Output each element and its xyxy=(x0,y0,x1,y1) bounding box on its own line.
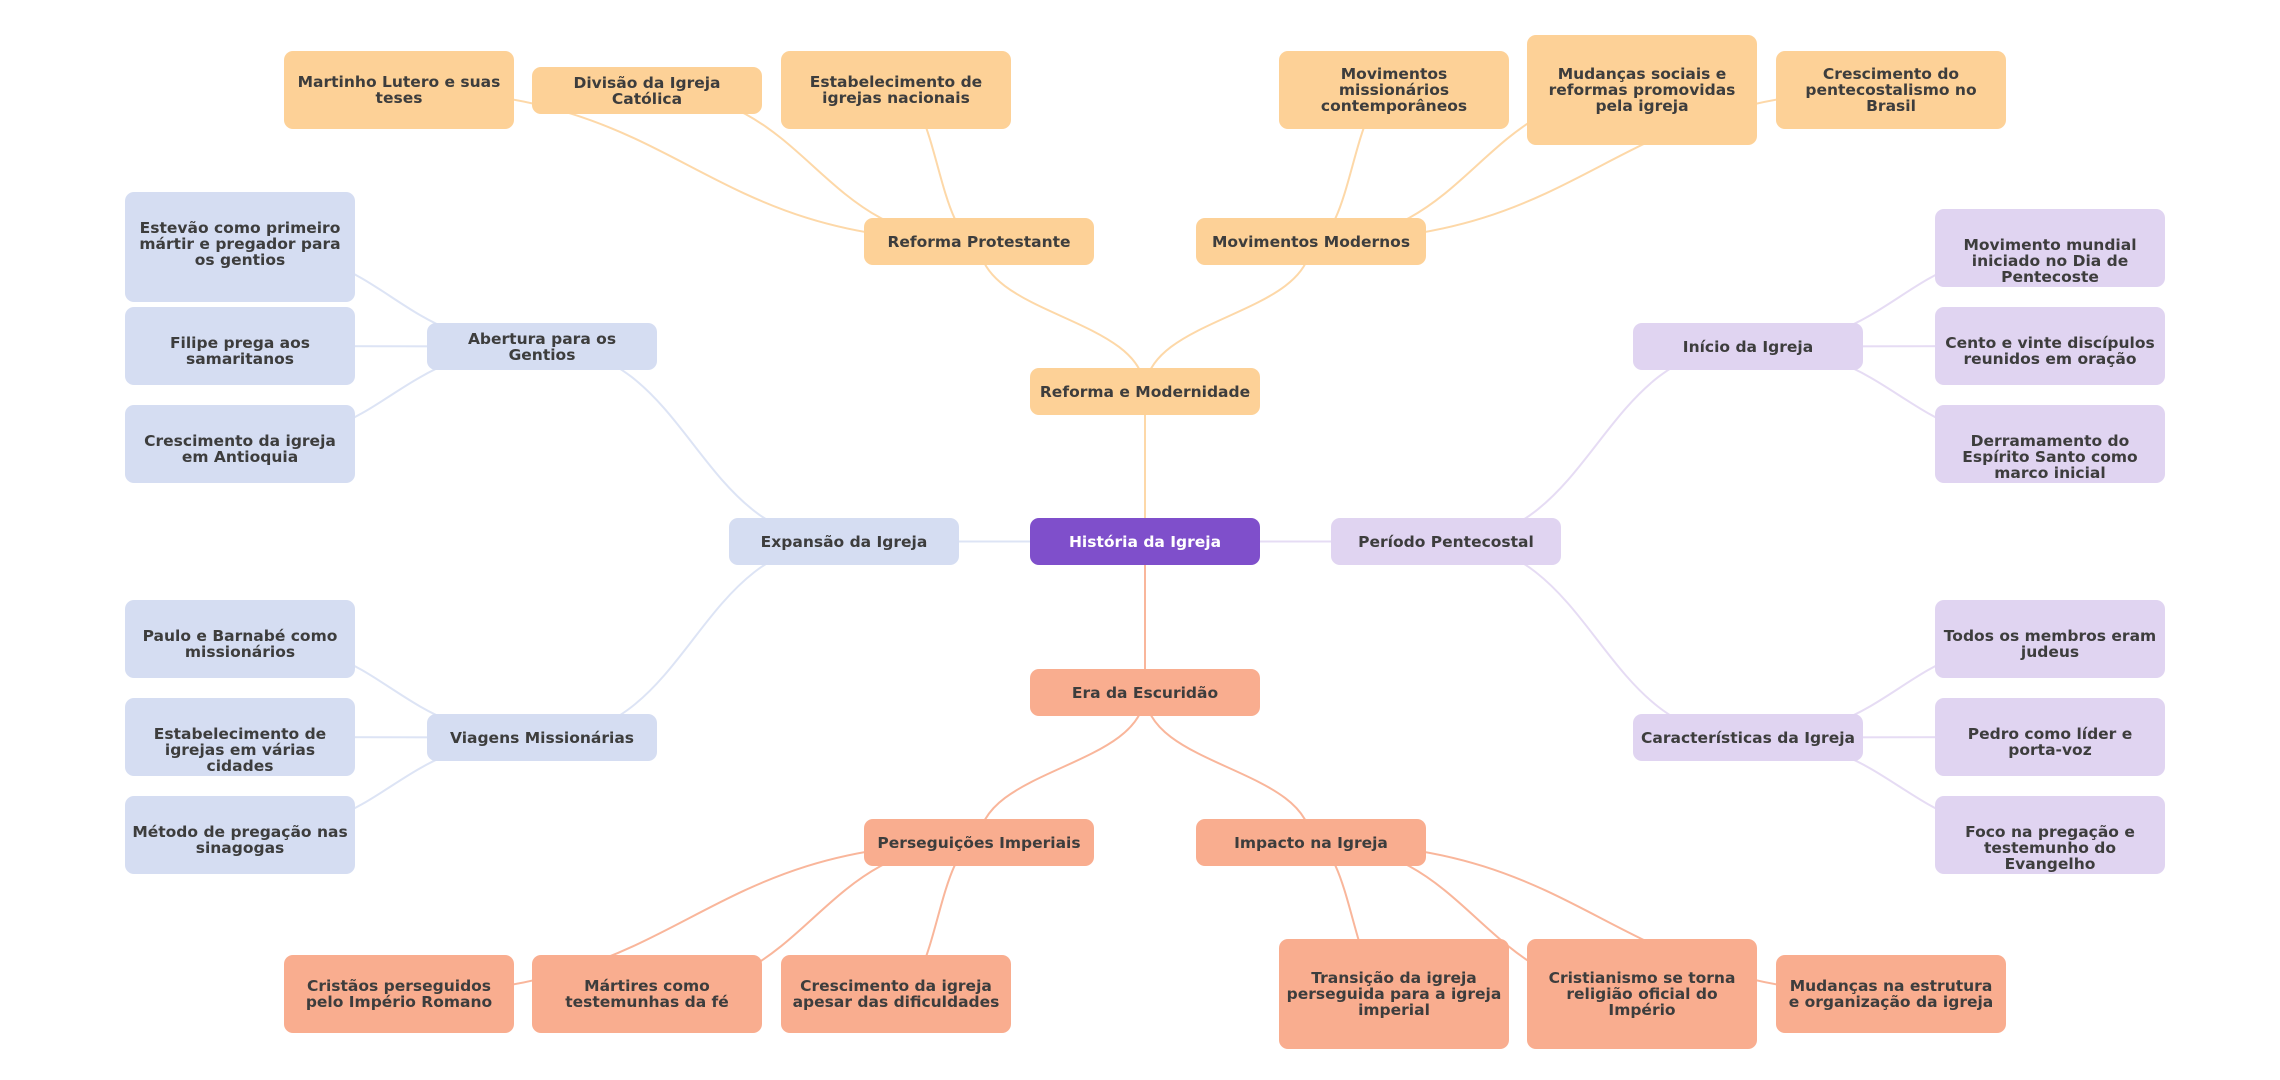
leaf-label: Mártires como testemunhas da fé xyxy=(565,977,729,1011)
connector-escuridao-1 xyxy=(1144,692,1312,843)
connector-escuridao-0 xyxy=(978,692,1146,843)
sub-node-viagens-missionarias[interactable]: Viagens Missionárias xyxy=(427,714,657,761)
sub-node-perseguicoes-imperiais[interactable]: Perseguições Imperiais xyxy=(864,819,1094,866)
sub-label: Características da Igreja xyxy=(1641,728,1855,747)
leaf-label: Cristãos perseguidos pelo Império Romano xyxy=(305,977,493,1011)
leaf-node[interactable]: Derramamento do Espírito Santo como marc… xyxy=(1935,405,2165,483)
sub-label: Viagens Missionárias xyxy=(449,728,635,747)
leaf-label: Paulo e Barnabé como missionários xyxy=(142,627,338,661)
branch-label: Era da Escuridão xyxy=(1071,683,1219,702)
leaf-label: Estevão como primeiro mártir e pregador … xyxy=(139,219,341,269)
sub-label: Abertura para os Gentios xyxy=(467,329,617,364)
leaf-label: Crescimento do pentecostalismo no Brasil xyxy=(1805,65,1977,115)
connector-expansao-1 xyxy=(541,540,845,739)
leaf-node[interactable]: Cristãos perseguidos pelo Império Romano xyxy=(284,955,514,1033)
leaf-label: Foco na pregação e testemunho do Evangel… xyxy=(1965,823,2135,873)
branch-node-era-escuridao[interactable]: Era da Escuridão xyxy=(1030,669,1260,716)
sub-node-caracteristicas-igreja[interactable]: Características da Igreja xyxy=(1633,714,1863,761)
leaf-node[interactable]: Transição da igreja perseguida para a ig… xyxy=(1279,939,1509,1049)
leaf-node[interactable]: Movimento mundial iniciado no Dia de Pen… xyxy=(1935,209,2165,287)
leaf-node[interactable]: Todos os membros eram judeus xyxy=(1935,600,2165,678)
sub-node-inicio-igreja[interactable]: Início da Igreja xyxy=(1633,323,1863,370)
leaf-node[interactable]: Martinho Lutero e suas teses xyxy=(284,51,514,129)
leaf-node[interactable]: Filipe prega aos samaritanos xyxy=(125,307,355,385)
leaf-node[interactable]: Estabelecimento de igrejas nacionais xyxy=(781,51,1011,129)
leaf-label: Filipe prega aos samaritanos xyxy=(169,334,311,368)
sub-node-abertura-gentios[interactable]: Abertura para os Gentios xyxy=(427,323,657,370)
branch-node-reforma-modernidade[interactable]: Reforma e Modernidade xyxy=(1030,368,1260,415)
leaf-label: Método de pregação nas sinagogas xyxy=(132,823,348,857)
leaf-node[interactable]: Método de pregação nas sinagogas xyxy=(125,796,355,874)
sub-node-movimentos-modernos[interactable]: Movimentos Modernos xyxy=(1196,218,1426,265)
leaf-label: Transição da igreja perseguida para a ig… xyxy=(1286,969,1502,1019)
leaf-label: Movimentos missionários contemporâneos xyxy=(1320,65,1468,115)
leaf-label: Estabelecimento de igrejas nacionais xyxy=(809,73,983,107)
leaf-node[interactable]: Estevão como primeiro mártir e pregador … xyxy=(125,192,355,302)
branch-label: Reforma e Modernidade xyxy=(1039,382,1251,401)
leaf-node[interactable]: Mudanças sociais e reformas promovidas p… xyxy=(1527,35,1757,145)
leaf-label: Todos os membros eram judeus xyxy=(1943,627,2157,661)
leaf-node[interactable]: Foco na pregação e testemunho do Evangel… xyxy=(1935,796,2165,874)
leaf-label: Crescimento da igreja em Antioquia xyxy=(144,432,336,466)
root-label: História da Igreja xyxy=(1068,532,1222,551)
sub-node-impacto-igreja[interactable]: Impacto na Igreja xyxy=(1196,819,1426,866)
connector-pentecostal-1 xyxy=(1445,540,1749,739)
leaf-node[interactable]: Pedro como líder e porta-voz xyxy=(1935,698,2165,776)
leaf-label: Cento e vinte discípulos reunidos em ora… xyxy=(1945,334,2155,368)
sub-node-reforma-protestante[interactable]: Reforma Protestante xyxy=(864,218,1094,265)
sub-label: Movimentos Modernos xyxy=(1211,232,1411,251)
leaf-label: Mudanças na estrutura e organização da i… xyxy=(1788,977,1994,1011)
leaf-label: Derramamento do Espírito Santo como marc… xyxy=(1962,432,2138,482)
sub-label: Perseguições Imperiais xyxy=(877,833,1081,852)
leaf-node[interactable]: Mártires como testemunhas da fé xyxy=(532,955,762,1033)
leaf-node[interactable]: Cristianismo se torna religião oficial d… xyxy=(1527,939,1757,1049)
leaf-label: Crescimento da igreja apesar das dificul… xyxy=(792,977,1000,1011)
leaf-label: Divisão da Igreja Católica xyxy=(573,73,721,108)
connector-expansao-0 xyxy=(541,345,845,543)
leaf-node[interactable]: Mudanças na estrutura e organização da i… xyxy=(1776,955,2006,1033)
sub-label: Início da Igreja xyxy=(1682,337,1814,356)
sub-label: Impacto na Igreja xyxy=(1234,833,1388,852)
branch-node-periodo-pentecostal[interactable]: Período Pentecostal xyxy=(1331,518,1561,565)
leaf-node[interactable]: Cento e vinte discípulos reunidos em ora… xyxy=(1935,307,2165,385)
root-node[interactable]: História da Igreja xyxy=(1030,518,1260,565)
connector-pentecostal-0 xyxy=(1445,345,1749,543)
branch-label: Expansão da Igreja xyxy=(760,532,928,551)
leaf-node[interactable]: Estabelecimento de igrejas em várias cid… xyxy=(125,698,355,776)
leaf-label: Mudanças sociais e reformas promovidas p… xyxy=(1548,65,1736,115)
leaf-node[interactable]: Crescimento da igreja em Antioquia xyxy=(125,405,355,483)
leaf-node[interactable]: Movimentos missionários contemporâneos xyxy=(1279,51,1509,129)
branch-label: Período Pentecostal xyxy=(1358,532,1534,551)
leaf-label: Cristianismo se torna religião oficial d… xyxy=(1548,969,1736,1019)
leaf-node[interactable]: Crescimento da igreja apesar das dificul… xyxy=(781,955,1011,1033)
connector-reforma-1 xyxy=(1144,241,1312,392)
leaf-label: Martinho Lutero e suas teses xyxy=(297,73,501,107)
branch-node-expansao-igreja[interactable]: Expansão da Igreja xyxy=(729,518,959,565)
leaf-node[interactable]: Paulo e Barnabé como missionários xyxy=(125,600,355,678)
leaf-label: Pedro como líder e porta-voz xyxy=(1967,725,2133,759)
leaf-node[interactable]: Crescimento do pentecostalismo no Brasil xyxy=(1776,51,2006,129)
connector-reforma-0 xyxy=(978,241,1146,392)
leaf-node[interactable]: Divisão da Igreja Católica xyxy=(532,67,762,114)
sub-label: Reforma Protestante xyxy=(887,232,1071,251)
leaf-label: Movimento mundial iniciado no Dia de Pen… xyxy=(1963,236,2137,286)
leaf-label: Estabelecimento de igrejas em várias cid… xyxy=(153,725,327,775)
